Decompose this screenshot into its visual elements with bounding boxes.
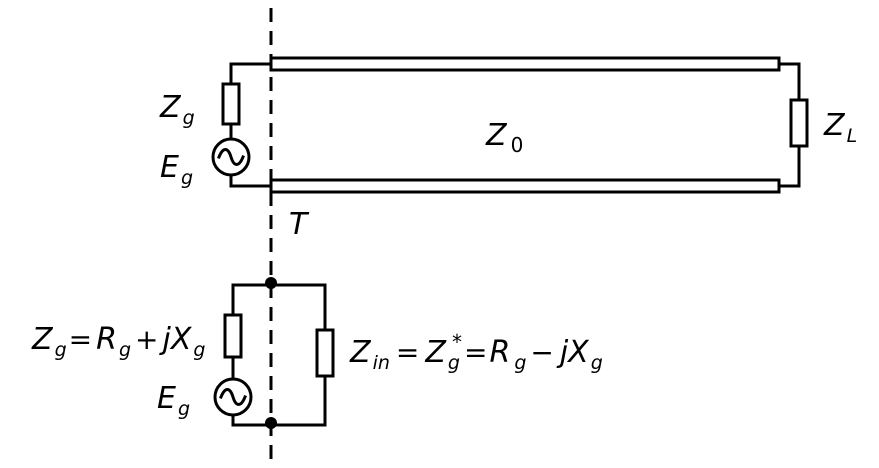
generator-wire-top	[229, 62, 273, 86]
junction-dot-top	[265, 277, 277, 289]
equivalent-sine-wave-icon	[219, 388, 247, 406]
load-impedance-resistor	[789, 98, 809, 148]
load-wire-bottom	[777, 144, 801, 188]
sine-wave-icon	[217, 148, 245, 166]
transmission-line-top-conductor	[269, 56, 781, 72]
terminal-t-label: T	[289, 207, 310, 242]
load-wire-top	[777, 62, 801, 102]
equivalent-wire-top	[231, 283, 327, 332]
equivalent-generator-resistor	[223, 313, 243, 359]
generator-impedance-resistor	[221, 82, 241, 126]
equivalent-wire-bottom	[231, 374, 327, 427]
junction-dot-bottom	[265, 417, 277, 429]
input-impedance-resistor	[315, 328, 335, 378]
transmission-line-bottom-conductor	[269, 178, 781, 194]
generator-wire-bottom	[229, 173, 273, 188]
